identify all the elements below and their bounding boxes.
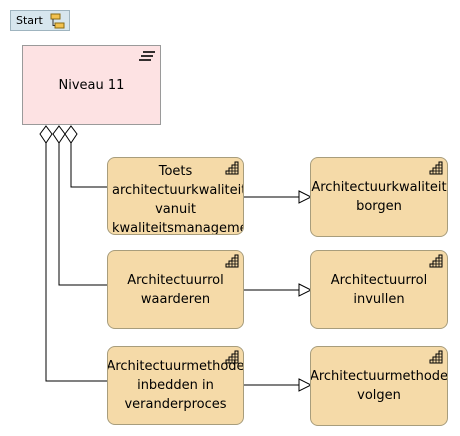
process-node-label: Architectuurrol invullen — [330, 272, 428, 307]
process-node-kwaliteit-borgen[interactable]: Architectuurkwaliteit borgen — [310, 157, 448, 237]
stair-step-icon — [225, 350, 239, 364]
process-node-rol-waarderen[interactable]: Architectuurrol waarderen — [107, 250, 244, 329]
connector-level-to-node-5 — [45, 143, 107, 382]
process-node-label: Architectuurrol waarderen — [127, 272, 224, 307]
start-button-label: Start — [16, 14, 43, 27]
stair-step-icon — [429, 161, 443, 175]
stair-step-icon — [225, 161, 239, 175]
process-node-label: Architectuurmethode volgen — [310, 369, 448, 403]
level-label: Niveau 11 — [58, 77, 125, 93]
arrow-head-row-2 — [298, 283, 313, 297]
process-node-methode-volgen[interactable]: Architectuurmethode volgen — [310, 346, 448, 426]
menu-lines-icon — [139, 51, 155, 61]
aggregation-diamond-2 — [52, 125, 66, 144]
stair-step-icon — [429, 254, 443, 268]
hierarchy-icon — [50, 13, 65, 28]
process-node-label: Toets architectuurkwaliteit vanuit kwali… — [112, 164, 244, 235]
process-node-methode-inbedden[interactable]: Architectuurmethode inbedden in verander… — [107, 346, 244, 425]
process-node-toets-kwaliteit[interactable]: Toets architectuurkwaliteit vanuit kwali… — [107, 157, 244, 235]
aggregation-diamond-1 — [64, 125, 78, 144]
level-box[interactable]: Niveau 11 — [22, 45, 161, 125]
connector-level-to-node-3 — [58, 143, 107, 286]
arrow-head-row-3 — [298, 378, 313, 392]
arrow-head-row-1 — [298, 190, 313, 204]
process-node-label: Architectuurkwaliteit borgen — [311, 180, 447, 214]
stair-step-icon — [429, 350, 443, 364]
aggregation-diamond-3 — [39, 125, 53, 144]
process-node-label: Architectuurmethode inbedden in verander… — [107, 359, 244, 412]
connector-level-to-node-1 — [70, 143, 107, 188]
start-button[interactable]: Start — [10, 10, 70, 31]
stair-step-icon — [225, 254, 239, 268]
process-node-rol-invullen[interactable]: Architectuurrol invullen — [310, 250, 448, 329]
